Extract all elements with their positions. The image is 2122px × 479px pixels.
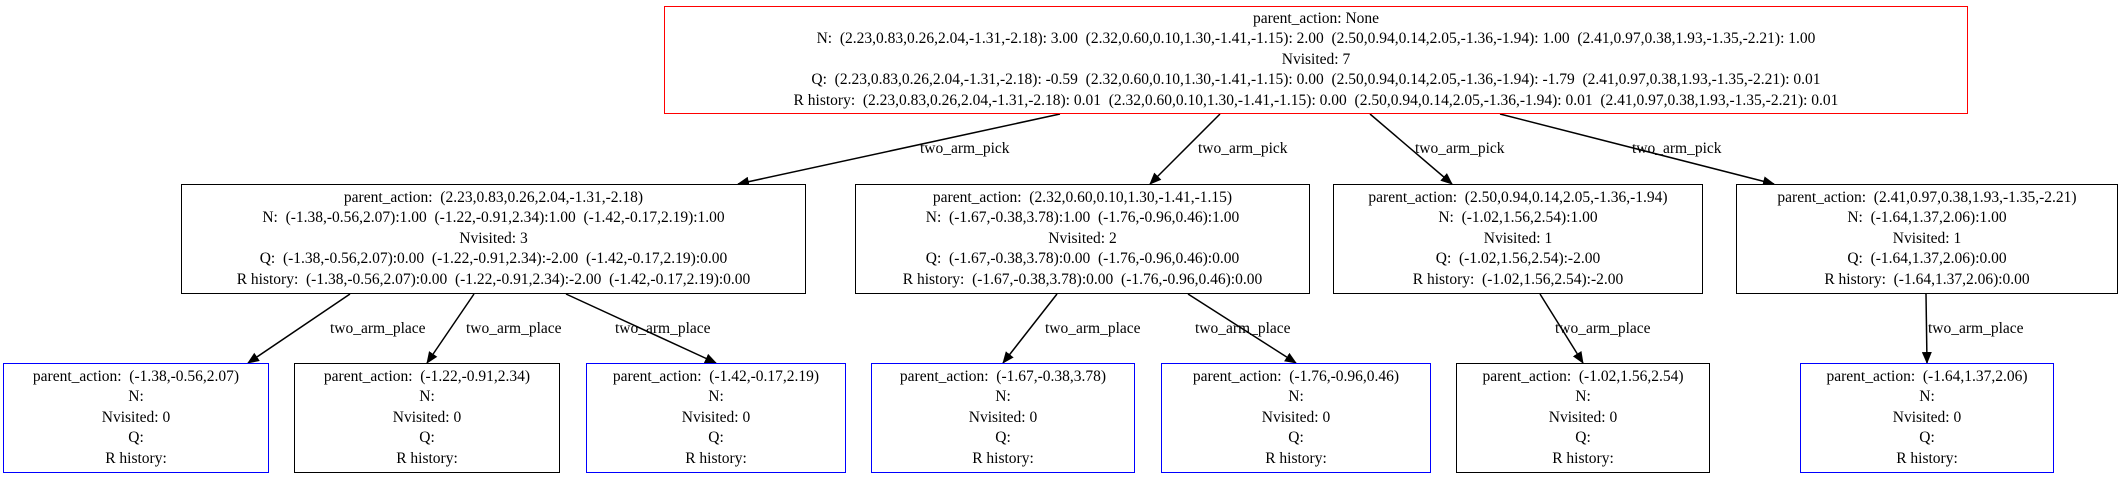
node-line: R history: (-1.02,1.56,2.54):-2.00	[1412, 270, 1624, 288]
edge-label: two_arm_place	[466, 320, 562, 337]
leaf-node-4: parent_action: (-1.67,-0.38,3.78) N: Nvisi…	[871, 363, 1135, 473]
node-line: Nvisited: 0	[101, 408, 171, 426]
node-line: parent_action: (-1.02,1.56,2.54)	[1482, 367, 1684, 385]
leaf-node-6: parent_action: (-1.02,1.56,2.54) N: Nvisit…	[1456, 363, 1710, 473]
tree-edge	[1921, 293, 1932, 364]
node-line: R history: (-1.67,-0.38,3.78):0.00 (-1.7…	[902, 270, 1263, 288]
tree-edge	[1187, 293, 1297, 364]
node-line: N:	[419, 388, 435, 406]
node-line: Nvisited: 0	[1548, 408, 1618, 426]
node-line: parent_action: None	[1252, 9, 1380, 27]
leaf-node-1: parent_action: (-1.38,-0.56,2.07) N: Nvisi…	[3, 363, 269, 473]
node-line: Q:	[995, 429, 1011, 447]
action-node-1: parent_action: (2.23,0.83,0.26,2.04,-1.3…	[181, 184, 806, 294]
node-line: Q: (-1.64,1.37,2.06):0.00	[1847, 250, 2007, 268]
node-line: R history:	[1552, 449, 1614, 467]
node-line: R history:	[685, 449, 747, 467]
node-line: parent_action: (-1.22,-0.91,2.34)	[323, 367, 531, 385]
tree-edge	[1149, 113, 1221, 185]
node-line: N: (2.23,0.83,0.26,2.04,-1.31,-2.18): 3.…	[816, 30, 1816, 48]
node-line: Q: (-1.38,-0.56,2.07):0.00 (-1.22,-0.91,…	[259, 250, 728, 268]
tree-edge	[565, 293, 717, 364]
leaf-node-5: parent_action: (-1.76,-0.96,0.46) N: Nvisi…	[1161, 363, 1431, 473]
node-line: parent_action: (-1.67,-0.38,3.78)	[899, 367, 1107, 385]
node-line: parent_action: (-1.38,-0.56,2.07)	[32, 367, 240, 385]
node-line: Nvisited: 0	[1261, 408, 1331, 426]
node-line: Nvisited: 1	[1892, 229, 1962, 247]
node-line: N: (-1.64,1.37,2.06):1.00	[1847, 209, 2007, 227]
root-node: parent_action: None N: (2.23,0.83,0.26,2.…	[664, 6, 1968, 114]
edge-label: two_arm_place	[1195, 320, 1291, 337]
node-line: R history:	[1896, 449, 1958, 467]
node-line: N:	[128, 388, 144, 406]
edge-label: two_arm_place	[615, 320, 711, 337]
node-line: N:	[995, 388, 1011, 406]
node-line: parent_action: (-1.64,1.37,2.06)	[1826, 367, 2028, 385]
tree-edge	[426, 293, 475, 364]
node-line: N:	[1919, 388, 1935, 406]
node-line: Nvisited: 7	[1281, 50, 1351, 68]
node-line: Q: (-1.02,1.56,2.54):-2.00	[1435, 250, 1601, 268]
tree-edge	[1499, 113, 1775, 187]
action-node-4: parent_action: (2.41,0.97,0.38,1.93,-1.3…	[1736, 184, 2118, 294]
node-line: parent_action: (2.41,0.97,0.38,1.93,-1.3…	[1777, 188, 2077, 206]
node-line: N: (-1.02,1.56,2.54):1.00	[1438, 209, 1598, 227]
node-line: Nvisited: 1	[1483, 229, 1553, 247]
node-line: R history: (2.23,0.83,0.26,2.04,-1.31,-2…	[793, 91, 1839, 109]
node-line: Q:	[1919, 429, 1935, 447]
leaf-node-7: parent_action: (-1.64,1.37,2.06) N: Nvisit…	[1800, 363, 2054, 473]
node-line: N: (-1.38,-0.56,2.07):1.00 (-1.22,-0.91,…	[262, 209, 725, 227]
edge-label: two_arm_pick	[1415, 140, 1505, 157]
node-line: N:	[708, 388, 724, 406]
node-line: parent_action: (2.23,0.83,0.26,2.04,-1.3…	[343, 188, 644, 206]
node-line: N:	[1288, 388, 1304, 406]
node-line: R history:	[396, 449, 458, 467]
node-line: parent_action: (2.50,0.94,0.14,2.05,-1.3…	[1368, 188, 1668, 206]
node-line: Nvisited: 3	[459, 229, 528, 247]
tree-edge	[1002, 293, 1058, 364]
node-line: R history:	[1265, 449, 1327, 467]
edge-label: two_arm_pick	[1632, 140, 1722, 157]
action-node-3: parent_action: (2.50,0.94,0.14,2.05,-1.3…	[1333, 184, 1703, 294]
node-line: R history:	[972, 449, 1034, 467]
node-line: Nvisited: 0	[681, 408, 751, 426]
node-line: Q:	[419, 429, 435, 447]
edge-label: two_arm_place	[1555, 320, 1651, 337]
action-node-2: parent_action: (2.32,0.60,0.10,1.30,-1.4…	[855, 184, 1310, 294]
leaf-node-2: parent_action: (-1.22,-0.91,2.34) N: Nvisi…	[294, 363, 560, 473]
node-line: Q: (-1.67,-0.38,3.78):0.00 (-1.76,-0.96,…	[925, 250, 1240, 268]
node-line: N:	[1575, 388, 1591, 406]
node-line: Nvisited: 0	[968, 408, 1038, 426]
edge-label: two_arm_pick	[920, 140, 1010, 157]
node-line: Nvisited: 2	[1048, 229, 1117, 247]
edge-label: two_arm_place	[1045, 320, 1141, 337]
node-line: Q:	[1288, 429, 1304, 447]
edge-label: two_arm_place	[1928, 320, 2024, 337]
node-line: R history: (-1.38,-0.56,2.07):0.00 (-1.2…	[236, 270, 751, 288]
node-line: parent_action: (2.32,0.60,0.10,1.30,-1.4…	[932, 188, 1233, 206]
node-line: Q:	[1575, 429, 1591, 447]
node-line: Q:	[128, 429, 144, 447]
node-line: R history:	[105, 449, 167, 467]
node-line: Q:	[708, 429, 724, 447]
edge-label: two_arm_pick	[1198, 140, 1288, 157]
node-line: parent_action: (-1.76,-0.96,0.46)	[1192, 367, 1400, 385]
node-line: R history: (-1.64,1.37,2.06):0.00	[1824, 270, 2030, 288]
edge-label: two_arm_place	[330, 320, 426, 337]
tree-edge	[737, 113, 1061, 187]
node-line: Nvisited: 0	[392, 408, 462, 426]
tree-edge	[1539, 293, 1584, 364]
tree-edge	[247, 293, 351, 364]
leaf-node-3: parent_action: (-1.42,-0.17,2.19) N: Nvisi…	[586, 363, 846, 473]
tree-edge	[1369, 113, 1453, 185]
node-line: Nvisited: 0	[1892, 408, 1962, 426]
node-line: parent_action: (-1.42,-0.17,2.19)	[612, 367, 820, 385]
node-line: Q: (2.23,0.83,0.26,2.04,-1.31,-2.18): -0…	[811, 71, 1821, 89]
node-line: N: (-1.67,-0.38,3.78):1.00 (-1.76,-0.96,…	[925, 209, 1240, 227]
